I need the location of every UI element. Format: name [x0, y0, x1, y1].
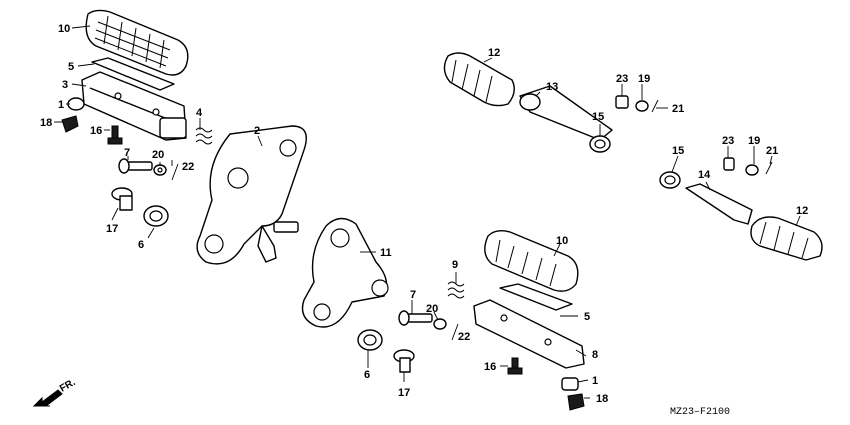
callout-7: 7: [124, 147, 130, 159]
callout-20: 20: [152, 149, 164, 161]
callout-23: 23: [616, 73, 628, 85]
washer-19-upper-right[interactable]: [635, 100, 649, 112]
washer-15-right[interactable]: [659, 171, 681, 189]
footpeg-bracket-lower-right[interactable]: [473, 299, 585, 369]
callout-3: 3: [62, 79, 68, 91]
callout-17: 17: [106, 223, 118, 235]
rubber-bush-lower[interactable]: [357, 329, 383, 351]
callout-22: 22: [182, 161, 194, 173]
callout-1: 1: [58, 99, 64, 111]
callout-10: 10: [556, 235, 568, 247]
callout-18: 18: [40, 117, 52, 129]
callout-6: 6: [138, 239, 144, 251]
callout-19: 19: [748, 135, 760, 147]
front-label: FR.: [58, 377, 78, 395]
passenger-peg-arm-14[interactable]: [685, 183, 753, 225]
callout-17: 17: [398, 387, 410, 399]
arrow-left-down-icon: [32, 389, 63, 407]
rubber-bush-upper-left[interactable]: [143, 205, 169, 227]
cotter-pin-22-lower-right[interactable]: [451, 323, 459, 341]
callout-7: 7: [410, 289, 416, 301]
callout-15: 15: [592, 111, 604, 123]
footpeg-bracket-upper-left[interactable]: [81, 71, 187, 141]
callout-12: 12: [796, 205, 808, 217]
bolt-16-lower-right[interactable]: [507, 357, 523, 375]
step-bracket-2[interactable]: [196, 125, 307, 265]
callout-9: 9: [452, 259, 458, 271]
footpeg-rubber-lower-right[interactable]: [484, 229, 579, 292]
footpeg-rubber-upper-left[interactable]: [85, 9, 189, 76]
callout-15: 15: [672, 145, 684, 157]
passenger-peg-rubber-right[interactable]: [750, 216, 823, 261]
diagram-code: MZ23–F2100: [670, 407, 730, 418]
callout-13: 13: [546, 81, 558, 93]
footpeg-plate-upper-left[interactable]: [91, 57, 175, 91]
callout-16: 16: [484, 361, 496, 373]
callout-10: 10: [58, 23, 70, 35]
callout-18: 18: [596, 393, 608, 405]
callout-19: 19: [638, 73, 650, 85]
cotter-pin-21-right[interactable]: [765, 161, 773, 175]
bolt-16-upper-left[interactable]: [107, 125, 123, 145]
leader-lines: [54, 25, 801, 399]
spring-upper-left[interactable]: [195, 127, 213, 145]
callout-21: 21: [672, 103, 684, 115]
cotter-pin-21-upper-right[interactable]: [651, 99, 659, 113]
pin-23-right[interactable]: [723, 157, 735, 171]
callout-8: 8: [592, 349, 598, 361]
footpeg-holder-bolt-lower[interactable]: [393, 349, 415, 373]
washer-20-upper-left[interactable]: [153, 164, 167, 176]
footpeg-plate-lower-right[interactable]: [499, 283, 573, 311]
callout-12: 12: [488, 47, 500, 59]
callout-labels: 10 5 3 1 18 4 16 7 20 22 17 6 2 12 13 23…: [40, 23, 808, 405]
callout-14: 14: [698, 169, 711, 181]
callout-5: 5: [68, 61, 74, 73]
spring-9[interactable]: [447, 281, 465, 299]
callout-22: 22: [458, 331, 470, 343]
callout-20: 20: [426, 303, 438, 315]
passenger-peg-rubber-upper-right[interactable]: [443, 52, 515, 107]
callout-5: 5: [584, 311, 590, 323]
washer-15-upper-right[interactable]: [589, 135, 611, 153]
pin-23-upper-right[interactable]: [615, 95, 629, 109]
pivot-pin-lower-right[interactable]: [398, 310, 433, 326]
callout-21: 21: [766, 145, 778, 157]
callout-11: 11: [380, 247, 392, 259]
callout-6: 6: [364, 369, 370, 381]
callout-23: 23: [722, 135, 734, 147]
bolt-18-upper-left[interactable]: [61, 115, 79, 133]
cotter-pin-upper-left[interactable]: [171, 163, 179, 181]
pivot-pin-upper-left[interactable]: [118, 158, 153, 174]
washer-19-right[interactable]: [745, 164, 759, 176]
rubber-stop-upper-left[interactable]: [67, 97, 85, 111]
callout-4: 4: [196, 107, 203, 119]
rubber-stop-lower-right[interactable]: [561, 377, 579, 391]
bolt-18-lower-right[interactable]: [567, 393, 585, 411]
callout-1: 1: [592, 375, 598, 387]
footpeg-holder-bolt-upper-left[interactable]: [111, 187, 133, 211]
callout-2: 2: [254, 125, 260, 137]
passenger-peg-arm-13[interactable]: [519, 85, 613, 141]
step-bracket-11[interactable]: [301, 217, 389, 328]
washer-20-lower-right[interactable]: [433, 318, 447, 330]
callout-16: 16: [90, 125, 102, 137]
